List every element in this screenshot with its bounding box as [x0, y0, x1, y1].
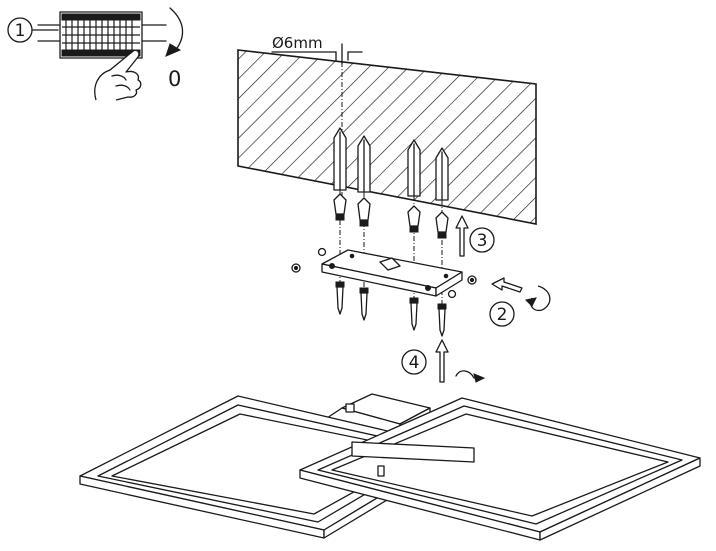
wall-plug [357, 135, 371, 193]
rotate-arrow-icon [165, 7, 184, 57]
anchor [435, 211, 449, 239]
connector-bar [351, 441, 475, 477]
step4-number: 4 [409, 353, 420, 373]
wall-plug [407, 139, 421, 197]
wall [237, 49, 537, 225]
step4-group: 4 [401, 339, 486, 383]
nuts [291, 247, 477, 299]
drill-diameter-label: Ø6mm [272, 34, 323, 52]
step2-circle [489, 301, 515, 327]
step2-group: 2 [489, 277, 551, 327]
wall-plug [333, 127, 347, 191]
turn-arrow-icon [455, 370, 486, 383]
screw [359, 287, 369, 321]
step3-group: 3 [455, 215, 495, 257]
step1-state-label: 0 [168, 67, 181, 91]
step3-number: 3 [477, 231, 488, 251]
screw [335, 281, 345, 315]
step1-group: 1 [7, 7, 184, 101]
step4-circle [401, 349, 427, 375]
wall-plugs [333, 127, 449, 201]
right-frame [299, 397, 701, 541]
drill-diameter-callout: Ø6mm [271, 34, 363, 65]
push-up-arrow-icon [455, 215, 469, 257]
hand-icon [94, 49, 142, 101]
wall-plug [435, 147, 449, 201]
push-left-arrow-icon [491, 277, 523, 293]
anchor [407, 205, 421, 233]
push-up-arrow-icon [435, 339, 449, 383]
anchors [333, 193, 449, 239]
anchor [333, 193, 347, 221]
rotate-arrow-icon [524, 285, 551, 312]
step1-marker: 1 [7, 17, 33, 43]
anchor [357, 197, 371, 227]
mounting-bracket [321, 249, 463, 297]
step3-circle [469, 227, 495, 253]
lamp-fixture [79, 393, 701, 541]
step1-number: 1 [15, 21, 26, 41]
screws [335, 281, 447, 337]
screw [409, 297, 419, 331]
screw [437, 303, 447, 337]
step2-number: 2 [497, 305, 508, 325]
terminal-block-icon [37, 11, 167, 59]
